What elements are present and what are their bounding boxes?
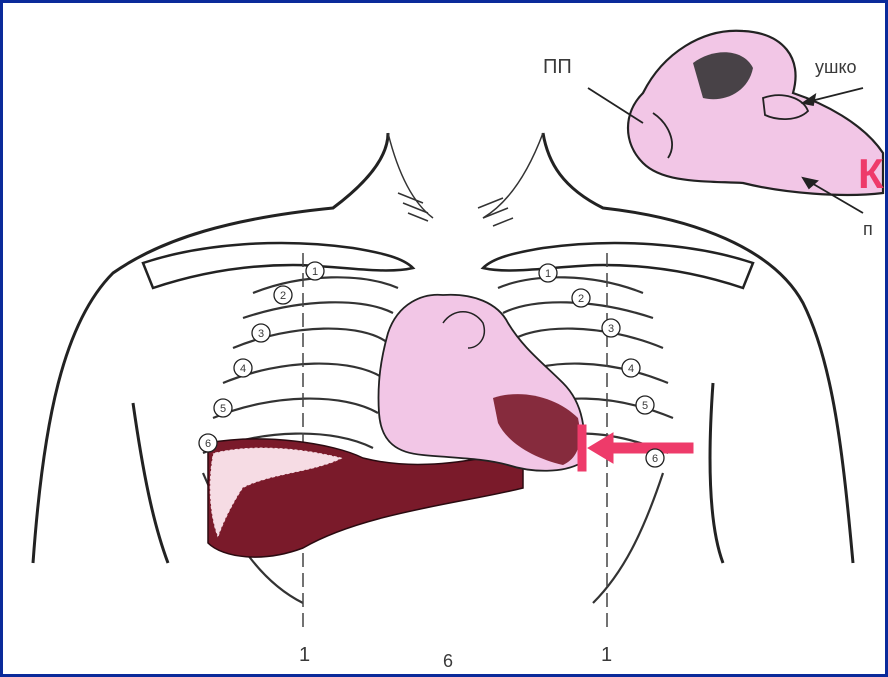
rib-number-right-6: 6 bbox=[652, 453, 658, 465]
apex-arrow bbox=[578, 425, 693, 471]
rib-number-right-3: 3 bbox=[608, 323, 614, 335]
label-midline: 6 bbox=[443, 651, 453, 671]
label-k-cut: К bbox=[858, 150, 884, 197]
neck-shading bbox=[388, 133, 543, 226]
rib-number-right-4: 4 bbox=[628, 363, 634, 375]
label-p-cut: п bbox=[863, 219, 873, 239]
label-line-left: 1 bbox=[299, 644, 310, 666]
rib-number-left-1: 1 bbox=[312, 266, 318, 278]
label-pp: ПП bbox=[543, 56, 572, 78]
rib-number-right-2: 2 bbox=[578, 293, 584, 305]
rib-number-left-3: 3 bbox=[258, 328, 264, 340]
rib-number-right-5: 5 bbox=[642, 400, 648, 412]
chest-projection-diagram: 1 2 3 4 5 6 1 2 3 4 5 6 1 6 1 bbox=[3, 3, 888, 677]
inset-heart bbox=[628, 31, 883, 195]
rib-number-left-6: 6 bbox=[205, 438, 211, 450]
clavicles bbox=[143, 243, 753, 288]
label-ushko: ушко bbox=[815, 57, 857, 77]
rib-number-left-5: 5 bbox=[220, 403, 226, 415]
label-line-right: 1 bbox=[601, 644, 612, 666]
rib-number-left-4: 4 bbox=[240, 363, 246, 375]
rib-number-right-1: 1 bbox=[545, 268, 551, 280]
rib-number-left-2: 2 bbox=[280, 290, 286, 302]
